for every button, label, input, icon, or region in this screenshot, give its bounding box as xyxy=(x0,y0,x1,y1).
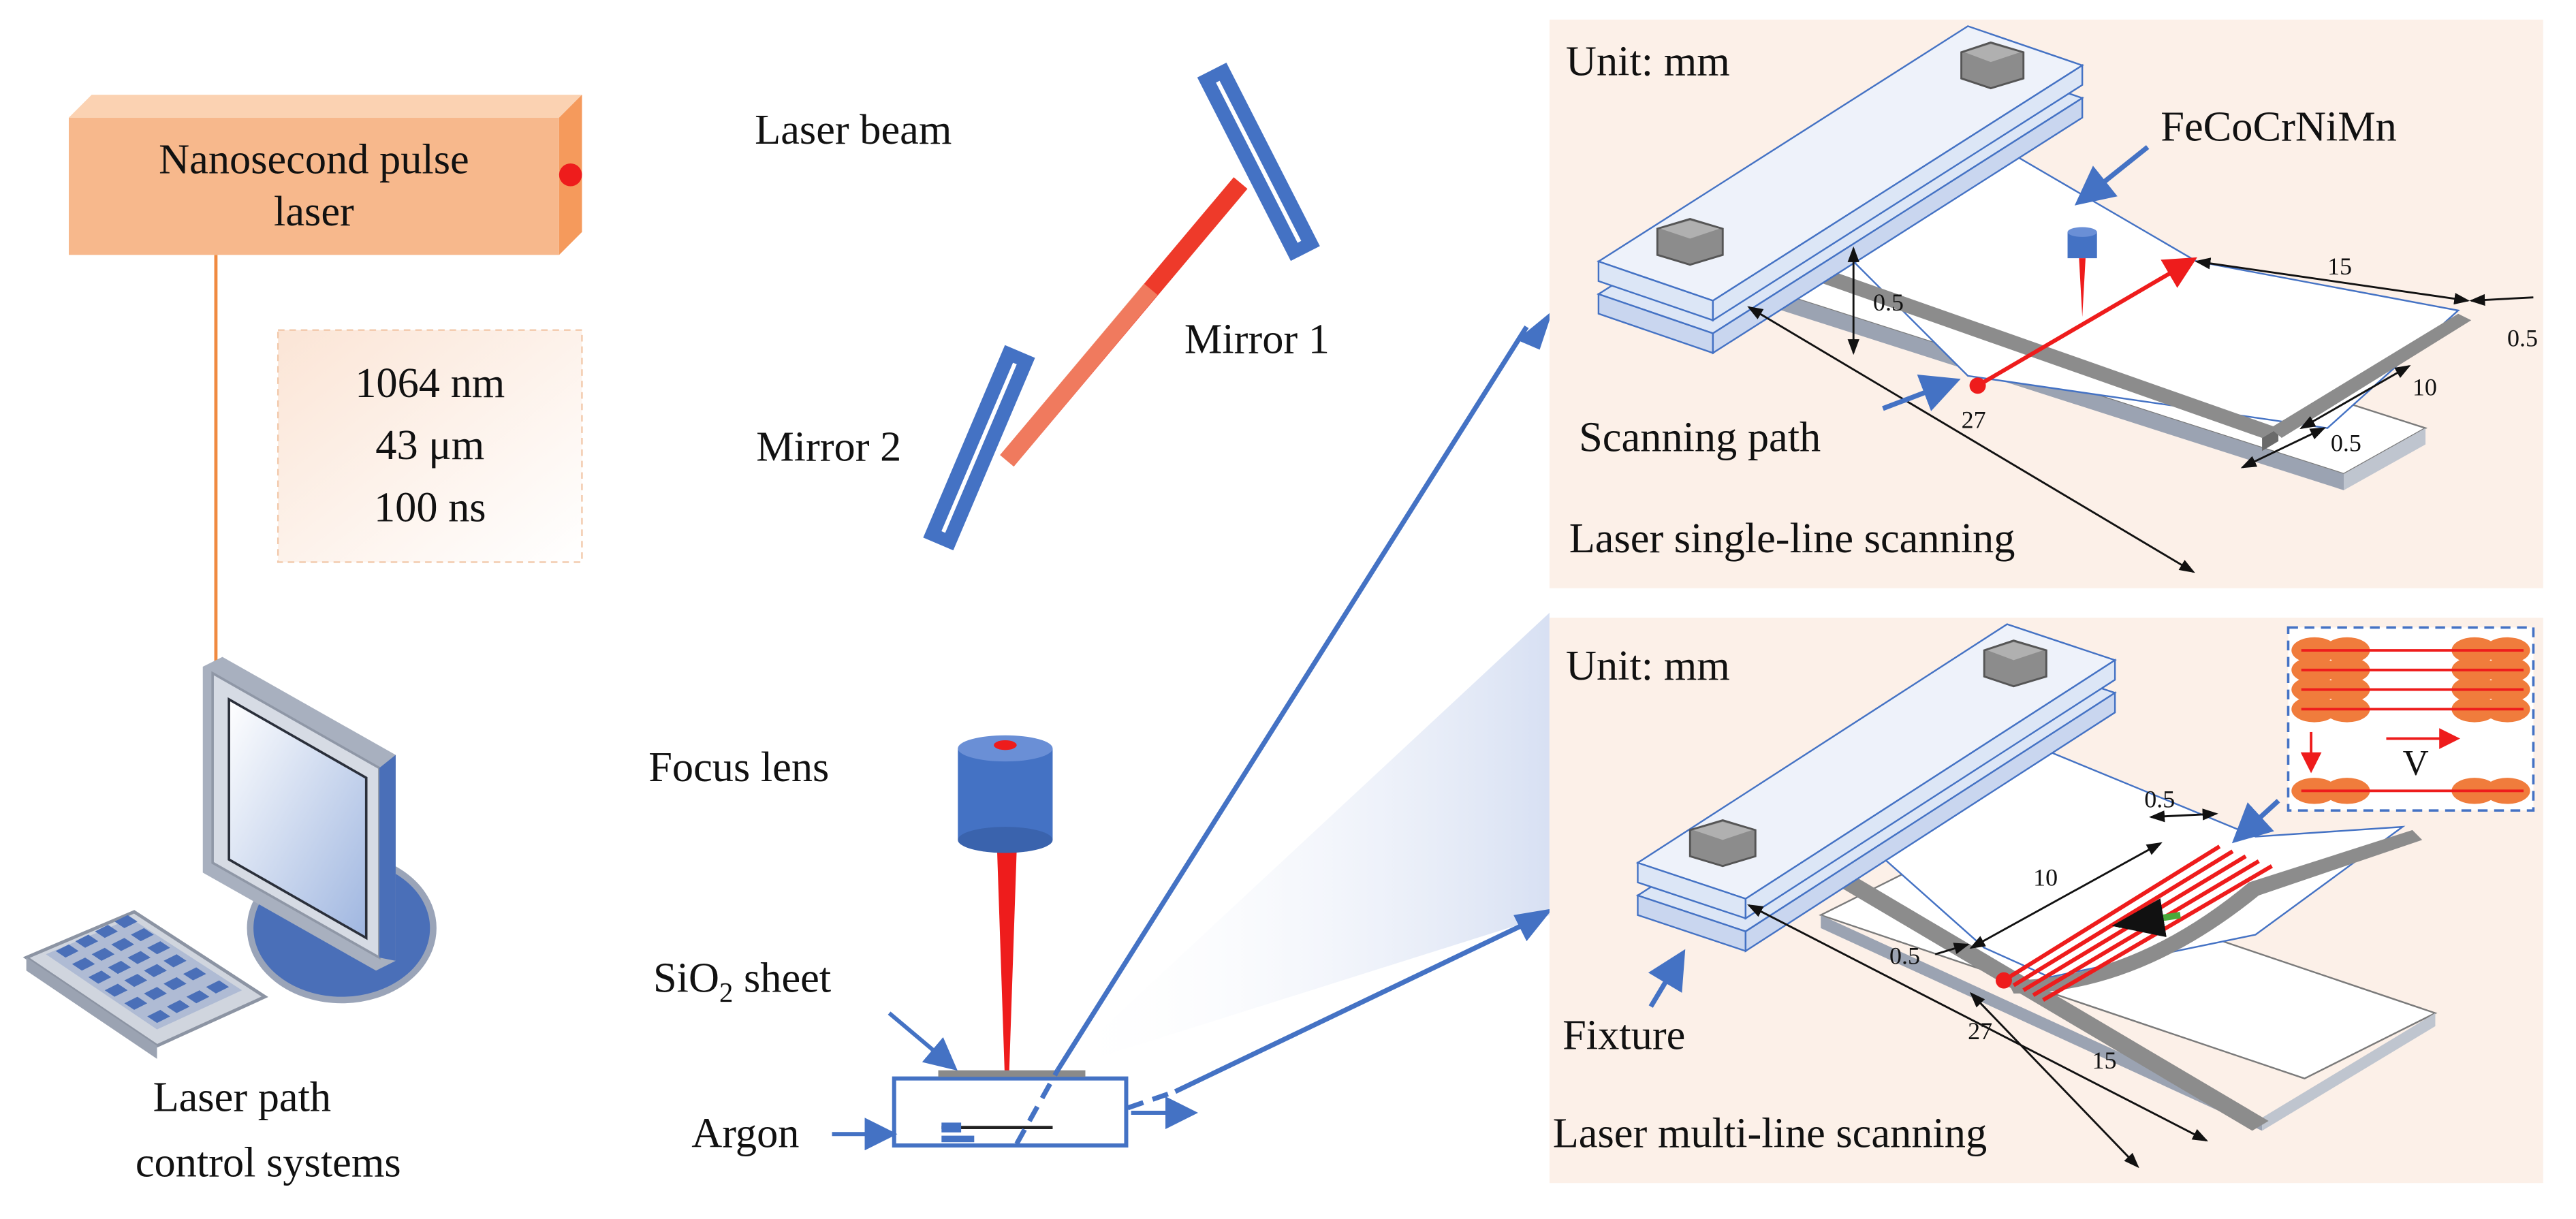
bolt-icon xyxy=(1960,41,2025,90)
bottom-dim-spacing: 0.5 xyxy=(2144,785,2175,812)
computer-icon xyxy=(202,656,437,1004)
laser-beam-label: Laser beam xyxy=(755,106,952,153)
sio2-sheet-label: SiO2 sheet xyxy=(653,954,831,1007)
scan-start-dot xyxy=(1969,377,1986,394)
velocity-label: V xyxy=(2403,743,2429,782)
control-label-line1: Laser path xyxy=(153,1074,332,1121)
material-label: FeCoCrNiMn xyxy=(2161,103,2397,150)
bolt-icon xyxy=(1688,819,1757,868)
top-dim-length: 27 xyxy=(1962,407,1986,434)
fixture-label: Fixture xyxy=(1562,1011,1685,1058)
param-wavelength: 1064 nm xyxy=(355,360,505,407)
control-label-line2: control systems xyxy=(136,1139,401,1186)
mirror-2-label: Mirror 2 xyxy=(756,424,901,471)
inset-pointer-arrow xyxy=(2231,799,2280,844)
bottom-dim-length: 27 xyxy=(1968,1017,1992,1045)
multi-line-caption: Laser multi-line scanning xyxy=(1553,1109,1987,1156)
focus-lens xyxy=(958,735,1053,853)
mirror-1 xyxy=(1197,62,1320,262)
focus-lens-label: Focus lens xyxy=(648,744,829,791)
scan-pattern-inset: V xyxy=(2287,626,2535,812)
top-dim-ten: 10 xyxy=(2413,374,2437,401)
single-line-panel: Unit: mm FeCoCrNiMn Scanning path Laser … xyxy=(1549,19,2543,588)
bottom-dim-offset: 0.5 xyxy=(1889,943,1920,970)
laser-parameters: 1064 nm 43 μm 100 ns xyxy=(277,329,583,563)
multi-line-panel: V Unit: mm Fixture Laser multi-line scan… xyxy=(1549,617,2543,1184)
scan-path-pointer-arrow xyxy=(1882,374,1961,411)
fixture-pointer-arrow xyxy=(1648,949,1686,1008)
bottom-unit-label: Unit: mm xyxy=(1566,642,1730,689)
top-dim-strip: 0.5 xyxy=(2331,429,2361,456)
bolt-icon xyxy=(1983,639,2047,688)
bolt-icon xyxy=(1656,218,1724,266)
processing-chamber xyxy=(892,1070,1129,1148)
top-unit-label: Unit: mm xyxy=(1566,37,1730,84)
beam-path xyxy=(559,163,1249,1092)
mirror-2 xyxy=(923,345,1035,551)
top-dim-width: 15 xyxy=(2327,253,2352,280)
top-dim-thickness: 0.5 xyxy=(1873,289,1904,316)
single-line-caption: Laser single-line scanning xyxy=(1569,515,2015,562)
zoom-projection xyxy=(1014,310,1553,1145)
nozzle-icon xyxy=(2067,227,2097,317)
param-pulse-width: 100 ns xyxy=(374,484,486,531)
scan-path-label: Scanning path xyxy=(1579,413,1821,460)
laser-label-line2: laser xyxy=(274,188,354,235)
argon-label: Argon xyxy=(691,1109,799,1156)
laser-source: Nanosecond pulse laser xyxy=(69,95,582,255)
material-pointer-arrow xyxy=(2074,145,2150,206)
mirror-1-label: Mirror 1 xyxy=(1184,315,1330,362)
bottom-dim-ten: 10 xyxy=(2033,864,2058,891)
keyboard-icon xyxy=(22,910,268,1059)
bottom-dim-width: 15 xyxy=(2092,1047,2117,1074)
laser-label-line1: Nanosecond pulse xyxy=(159,136,469,183)
multi-scan-start-dot xyxy=(1995,972,2012,989)
param-spot-size: 43 μm xyxy=(375,422,484,469)
top-dim-edge: 0.5 xyxy=(2507,325,2538,352)
sheet-pointer-arrow xyxy=(888,1011,958,1071)
